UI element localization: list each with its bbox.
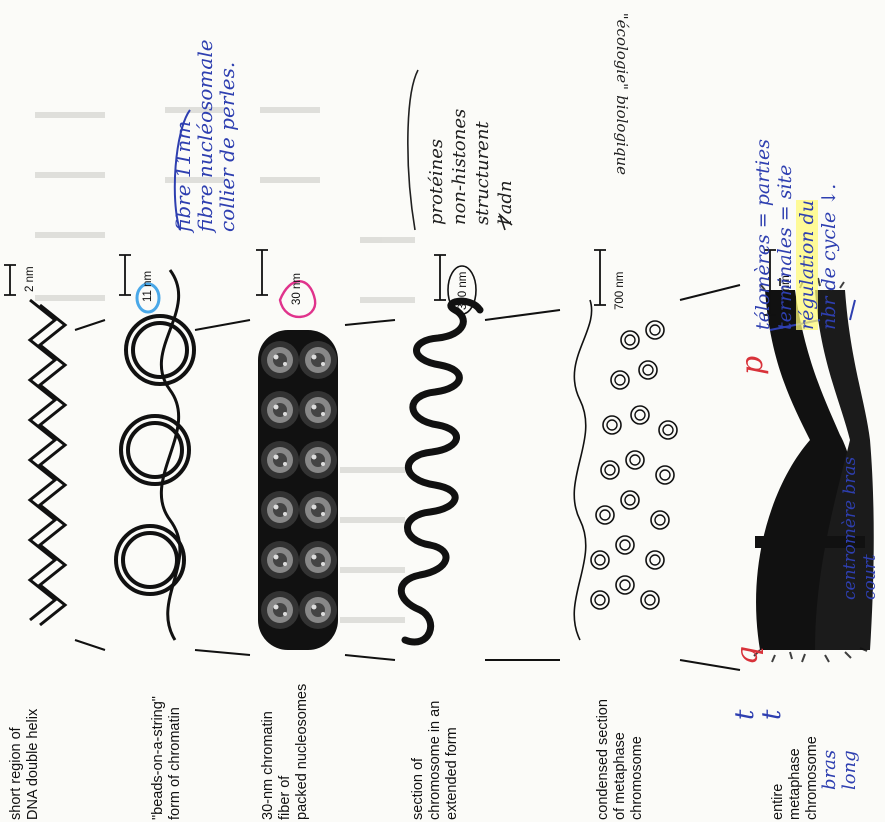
annotation-biology: biologique "écologie" [612,13,632,175]
measure-11nm: 11 nm [140,271,157,302]
beads-on-a-string [116,270,194,640]
measure-700nm: 700 nm [612,272,629,310]
annotation-q: q [730,646,765,665]
dna-double-helix [30,300,65,625]
measure-300nm: 300 nm [455,272,472,310]
annotation-proteins: protéines non-histones structurent l'adn [425,109,517,225]
annotation-short-arm: centromère bras court [840,457,880,600]
measure-30nm: 30 nm [289,273,306,305]
annotation-t-upper: t [730,710,760,720]
annotation-t-lower: t [757,710,787,720]
condensed-metaphase-section [574,300,677,640]
annotation-fibre: fibre 11nm fibre nucléosomale collier de… [172,39,238,232]
annotation-telomeres: télomères = parties terminales = site ré… [752,139,840,330]
extended-chromosome-section [401,301,480,642]
scale-bars [4,250,776,315]
measure-2nm: 2 nm [22,266,39,292]
level-label-beads-on-a-string: "beads-on-a-string"form of chromatin [150,696,184,820]
annotation-p: p [735,356,770,375]
thirty-nm-fiber [258,330,338,650]
annotation-long-arm: bras long [820,750,860,790]
